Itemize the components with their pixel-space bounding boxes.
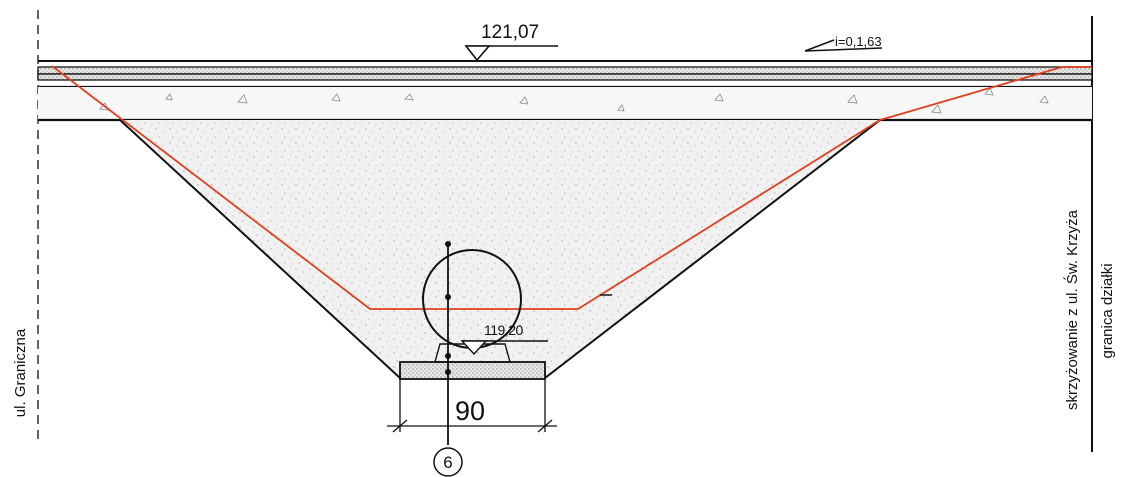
marker-number: 6 bbox=[443, 453, 452, 472]
marker-circle bbox=[433, 447, 463, 477]
slope-arrow-tick bbox=[804, 39, 835, 52]
pipe-saddle bbox=[434, 343, 511, 363]
top-elevation-label: 121,07 bbox=[481, 22, 539, 43]
right-boundary-label: granica działki bbox=[1099, 263, 1116, 358]
red-excavation-line bbox=[51, 65, 1092, 310]
road-pavement-layers bbox=[37, 60, 1093, 122]
bottom-elevation-label: 119,20 bbox=[484, 322, 523, 338]
right-intersection-label: skrzyżowanie z ul. Św. Krzyża bbox=[1063, 209, 1081, 410]
axis-points bbox=[445, 241, 451, 375]
pipe-bedding bbox=[399, 361, 546, 380]
top-elevation-marker bbox=[464, 45, 558, 62]
trench-backfill bbox=[120, 120, 880, 378]
slope-arrow-line bbox=[804, 47, 883, 52]
bottom-elevation-marker bbox=[460, 340, 548, 356]
slope-label: i=0,1,63 bbox=[835, 34, 882, 49]
width-dimension bbox=[387, 379, 557, 433]
left-street-label: ul. Graniczna bbox=[12, 328, 29, 417]
width-dimension-label: 90 bbox=[455, 396, 485, 426]
